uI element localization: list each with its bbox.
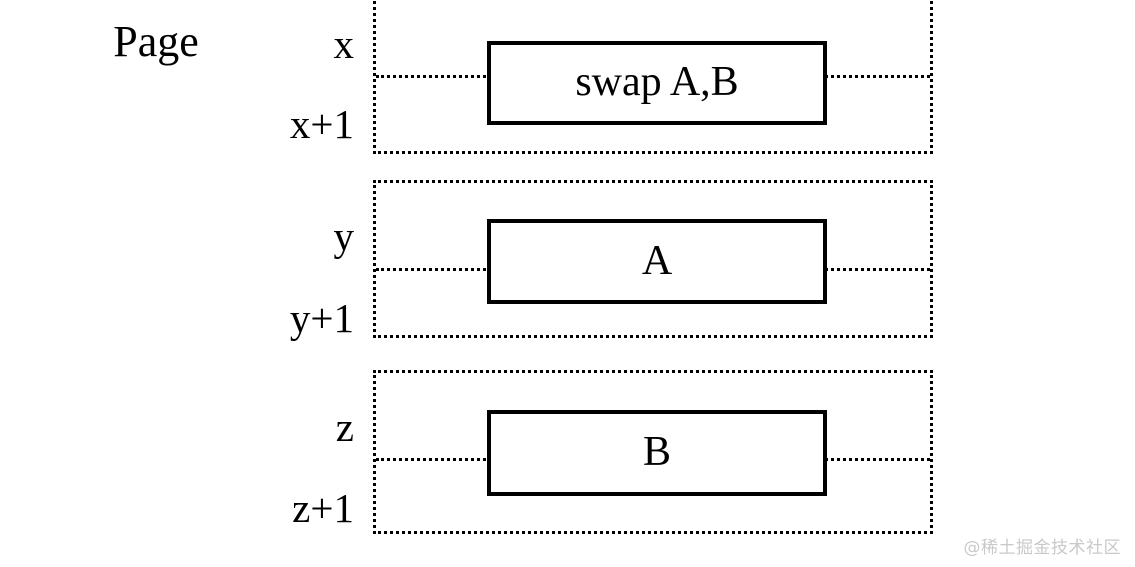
instruction-box-swap: swap A,B xyxy=(487,41,827,125)
page-frame-swap: swap A,B xyxy=(373,0,933,154)
value-box-a: A xyxy=(487,219,827,304)
address-label-x: x xyxy=(333,21,355,67)
watermark-label: @稀土掘金技术社区 xyxy=(963,538,1121,558)
address-label-y: y xyxy=(333,213,355,259)
value-box-b: B xyxy=(487,410,827,496)
page-caption-label: Page xyxy=(113,17,199,66)
address-label-y-plus-1: y+1 xyxy=(289,295,354,341)
address-label-z: z xyxy=(335,404,354,450)
address-label-z-plus-1: z+1 xyxy=(292,485,354,531)
address-label-x-plus-1: x+1 xyxy=(289,101,354,147)
value-box-label-b: B xyxy=(642,429,671,475)
value-box-label-a: A xyxy=(641,237,673,284)
page-frame-a: A xyxy=(373,180,933,338)
page-frame-b: B xyxy=(373,370,933,534)
instruction-box-label-swap: swap A,B xyxy=(575,59,739,105)
